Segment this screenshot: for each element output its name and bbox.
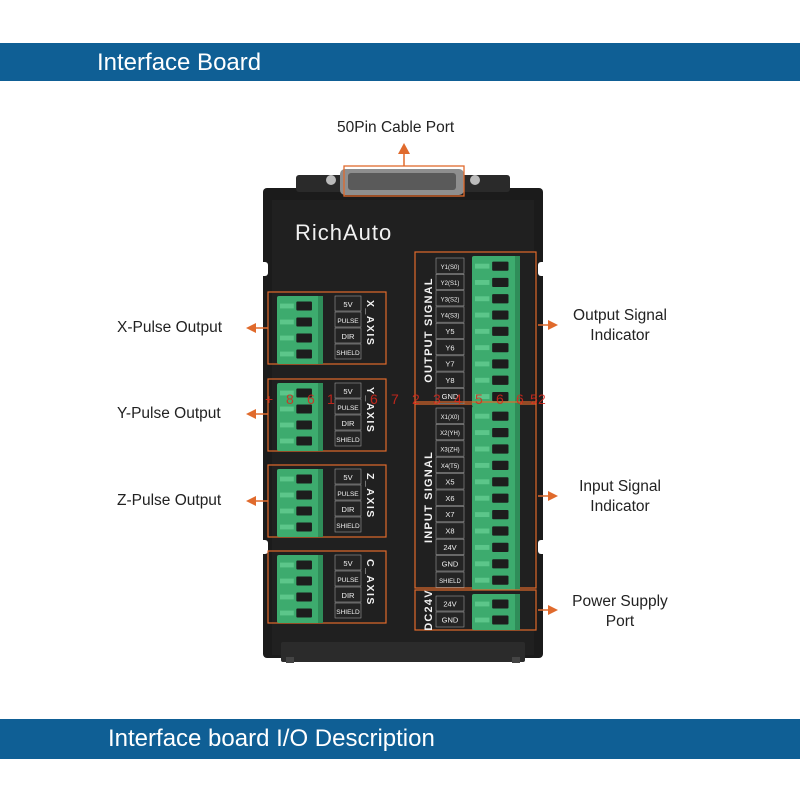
axis-pin-label: 5V: [343, 387, 352, 396]
signal-pin-label: Y5: [445, 327, 454, 336]
watermark-digit: 6: [370, 391, 378, 407]
signal-pin-label: X3(ZH): [440, 448, 459, 454]
callout-output-signal-line1: Output Signal: [573, 307, 667, 324]
axis-pin-label: PULSE: [337, 491, 359, 498]
callout-output-signal: Output Signal Indicator: [558, 306, 682, 346]
right-callout-arrows: [538, 320, 558, 615]
callout-x-pulse: X-Pulse Output: [117, 319, 223, 336]
signal-pin-label: Y2(S1): [441, 281, 460, 287]
axis-pin-label: SHIELD: [336, 523, 360, 530]
callout-z-pulse: Z-Pulse Output: [117, 492, 222, 509]
axis-terminal-0: [277, 296, 323, 364]
axis-terminal-3: [277, 555, 323, 623]
signal-pin-label: X5: [445, 477, 454, 486]
watermark-digit: 2: [412, 391, 420, 407]
brand-label: RichAuto: [295, 220, 392, 245]
signal-pin-label: Y8: [445, 376, 454, 385]
signal-pin-label: GND: [442, 559, 459, 568]
watermark-digit: 2: [538, 391, 546, 407]
watermark-digit: 7: [391, 391, 399, 407]
axis-pin-label: 5V: [343, 473, 352, 482]
watermark-digit: 6: [307, 391, 315, 407]
signal-pin-label: X4(T5): [441, 464, 459, 470]
axis-pin-label: DIR: [342, 591, 356, 600]
signal-group-title: DC24V: [423, 589, 435, 630]
signal-group-title: OUTPUT SIGNAL: [423, 277, 435, 382]
signal-pin-label: SHIELD: [439, 579, 461, 585]
callout-cable-port: 50Pin Cable Port: [337, 119, 455, 136]
axis-pin-label: PULSE: [337, 405, 359, 412]
signal-terminal-output: [472, 256, 520, 407]
callout-input-signal: Input Signal Indicator: [558, 477, 682, 517]
axis-block-x-axis: 5V PULSE DIR SHIELD X_AXIS: [267, 291, 387, 365]
axis-pin-label: SHIELD: [336, 609, 360, 616]
axis-name-label: Y_AXIS: [364, 387, 376, 433]
callout-input-signal-line1: Input Signal: [579, 478, 661, 495]
axis-block-y-axis: 5V PULSE DIR SHIELD Y_AXIS: [267, 378, 387, 452]
callout-power-supply-line1: Power Supply: [572, 593, 668, 610]
signal-pin-label: 24V: [443, 600, 456, 609]
axis-pin-label: DIR: [342, 332, 356, 341]
axis-pin-label: SHIELD: [336, 437, 360, 444]
signal-pin-label: X2(YH): [440, 431, 460, 437]
callout-power-supply-line2: Port: [605, 613, 635, 630]
left-callout-arrows: [246, 323, 268, 506]
watermark-digit: 5: [475, 391, 483, 407]
callout-power-supply: Power Supply Port: [558, 592, 682, 632]
axis-terminal-2: [277, 469, 323, 537]
axis-block-c-axis: 5V PULSE DIR SHIELD C_AXIS: [267, 550, 387, 624]
axis-pin-label: SHIELD: [336, 350, 360, 357]
watermark-digit: 8: [286, 391, 294, 407]
axis-name-label: X_AXIS: [364, 300, 376, 346]
signal-pin-label: 24V: [443, 543, 456, 552]
signal-pin-label: GND: [442, 616, 459, 625]
axis-terminal-1: [277, 383, 323, 451]
signal-terminal-input: [472, 406, 520, 591]
axis-pin-label: 5V: [343, 300, 352, 309]
axis-name-label: Z_AXIS: [364, 473, 376, 519]
callout-output-signal-line2: Indicator: [590, 327, 650, 344]
axis-block-z-axis: 5V PULSE DIR SHIELD Z_AXIS: [267, 464, 387, 538]
watermark-digit: 5: [530, 391, 538, 407]
callout-y-pulse: Y-Pulse Output: [117, 405, 221, 422]
axis-pin-label: PULSE: [337, 318, 359, 325]
signal-pin-label: X8: [445, 527, 454, 536]
footer-title: Interface board I/O Description: [108, 725, 435, 752]
signal-pin-label: GND: [442, 392, 459, 401]
signal-pin-label: X1(X0): [441, 415, 460, 421]
signal-pin-label: Y7: [445, 360, 454, 369]
axis-pin-label: PULSE: [337, 577, 359, 584]
cable-port-callout-line: [343, 143, 465, 197]
watermark-digit: 6: [516, 391, 524, 407]
signal-block-power: 24V GND DC24V: [414, 589, 537, 631]
watermark-digit: 1: [327, 391, 335, 407]
signal-pin-label: Y1(S0): [441, 265, 460, 271]
watermark-digit: 3: [433, 391, 441, 407]
watermark-digit: +: [265, 391, 273, 407]
axis-pin-label: 5V: [343, 559, 352, 568]
signal-terminal-power: [472, 594, 520, 630]
callout-input-signal-line2: Indicator: [590, 498, 650, 515]
signal-pin-label: Y6: [445, 343, 454, 352]
bottom-banner: Interface board I/O Description: [0, 719, 800, 759]
axis-name-label: C_AXIS: [364, 559, 376, 606]
page-title: Interface Board: [97, 49, 262, 76]
signal-pin-label: Y4(S3): [441, 314, 460, 320]
db50-connector: [296, 169, 510, 195]
axis-pin-label: DIR: [342, 419, 356, 428]
signal-pin-label: X6: [445, 494, 454, 503]
watermark-digit: 6: [496, 391, 504, 407]
watermark-digit: 4: [454, 391, 462, 407]
signal-pin-label: X7: [445, 510, 454, 519]
axis-pin-label: DIR: [342, 505, 356, 514]
axis-terminal-blocks: 5V PULSE DIR SHIELD X_AXIS 5V PULSE DIR SHIELD Y_…: [267, 291, 387, 624]
signal-group-title: INPUT SIGNAL: [423, 451, 435, 543]
top-banner: Interface Board: [0, 43, 800, 81]
signal-pin-label: Y3(S2): [441, 297, 460, 303]
